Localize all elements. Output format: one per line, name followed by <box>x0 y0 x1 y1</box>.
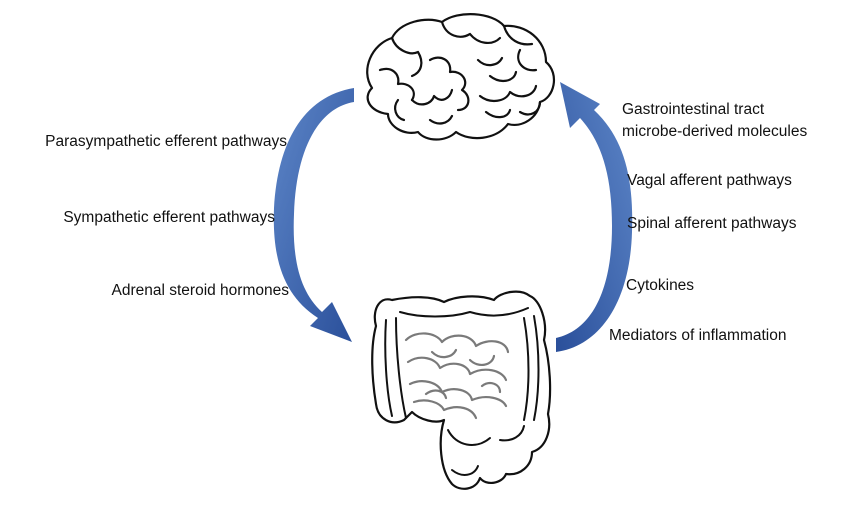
label-parasympathetic-efferent: Parasympathetic efferent pathways <box>45 133 287 150</box>
label-sympathetic-efferent: Sympathetic efferent pathways <box>63 209 275 226</box>
label-mediators-of-inflammation: Mediators of inflammation <box>609 327 787 344</box>
brain-icon <box>366 13 556 141</box>
label-microbe-derived-molecules: microbe-derived molecules <box>622 123 808 140</box>
label-vagal-afferent: Vagal afferent pathways <box>627 172 792 189</box>
label-adrenal-steroid-hormones: Adrenal steroid hormones <box>111 282 290 299</box>
intestine-icon <box>371 290 552 490</box>
label-cytokines: Cytokines <box>626 277 695 294</box>
efferent-arrow <box>273 88 354 342</box>
afferent-arrow <box>556 82 633 352</box>
label-spinal-afferent: Spinal afferent pathways <box>627 215 797 232</box>
label-gi-tract: Gastrointestinal tract <box>622 101 765 118</box>
